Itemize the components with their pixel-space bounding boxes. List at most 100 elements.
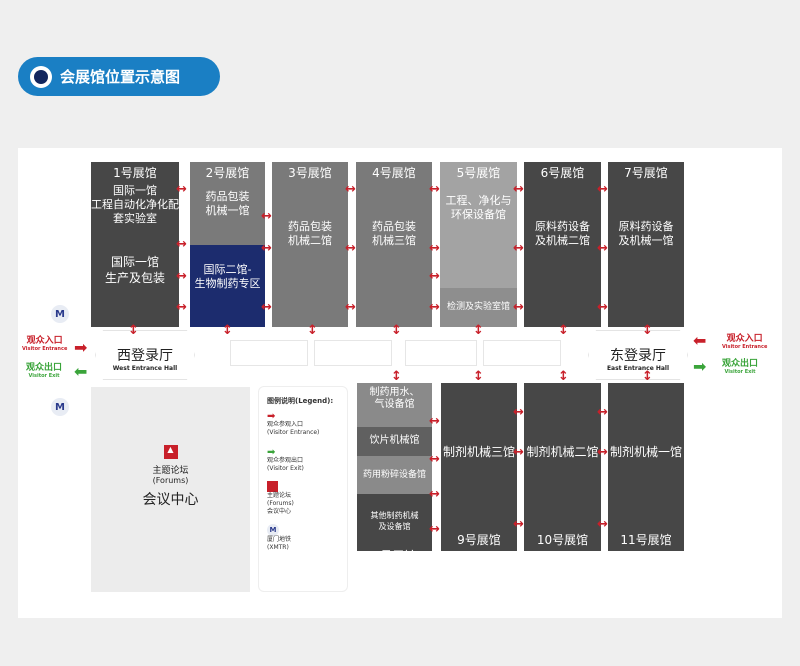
corridor-block <box>483 340 561 366</box>
metro-icon: M <box>267 524 279 536</box>
lobby-name: 东登录厅 <box>610 348 666 364</box>
passage-arrow-icon: ↕ <box>128 323 139 338</box>
hall-section: 制剂机械二馆 <box>526 445 599 459</box>
passage-arrow-icon: ↕ <box>473 323 484 338</box>
hall-3[interactable]: 3号展馆 药品包装 机械二馆 <box>272 162 348 327</box>
passage-arrow-icon: ↔ <box>597 517 608 532</box>
hall-9[interactable]: 制剂机械三馆 9号展馆 <box>441 383 517 551</box>
hall-section: 其他制药机械 及设备馆 <box>370 511 419 531</box>
corridor-block <box>405 340 477 366</box>
legend-metro-en: (XMTR) <box>267 544 289 551</box>
exit-label-en: Visitor Exit <box>28 373 60 379</box>
hall-section: 检测及实验室馆 <box>440 288 517 327</box>
passage-arrow-icon: ↔ <box>345 300 356 315</box>
hall-number: 8号展馆 <box>372 549 417 563</box>
hall-7[interactable]: 7号展馆 原料药设备 及机械一馆 <box>608 162 684 327</box>
passage-arrow-icon: ↕ <box>307 323 318 338</box>
hall-section: 国际一馆 生产及包装 <box>104 255 165 285</box>
passage-arrow-icon: ↔ <box>261 300 272 315</box>
legend-exit: 观众参观出口 <box>267 457 304 464</box>
hall-2[interactable]: 2号展馆 药品包装 机械一馆 <box>190 162 265 245</box>
passage-arrow-icon: ↕ <box>642 323 653 338</box>
hall-11[interactable]: 制剂机械一馆 11号展馆 <box>608 383 684 551</box>
passage-arrow-icon: ↔ <box>513 517 524 532</box>
metro-icon[interactable]: M <box>51 305 69 323</box>
hall-4[interactable]: 4号展馆 药品包装 机械三馆 <box>356 162 432 327</box>
hall-number: 9号展馆 <box>457 533 501 547</box>
entrance-label: 观众入口 <box>726 334 763 344</box>
passage-arrow-icon: ↔ <box>513 405 524 420</box>
passage-arrow-icon: ↔ <box>345 182 356 197</box>
passage-arrow-icon: ↔ <box>513 241 524 256</box>
forum-label-en: (Forums) <box>152 476 189 485</box>
exit-arrow-icon: ➡ <box>74 362 88 381</box>
metro-icon[interactable]: M <box>51 398 69 416</box>
west-entrance-hall[interactable]: 西登录厅 West Entrance Hall <box>95 330 195 380</box>
hall-number: 10号展馆 <box>536 533 589 547</box>
conference-center[interactable]: ▲ 主题论坛 (Forums) 会议中心 <box>91 387 250 592</box>
hall-8[interactable]: 制药用水、 气设备馆 饮片机械馆 药用粉碎设备馆 其他制药机械 及设备馆 8号展… <box>357 383 432 562</box>
passage-arrow-icon: ↔ <box>597 241 608 256</box>
hall-section: 制剂机械三馆 <box>442 445 515 459</box>
hall-number: 11号展馆 <box>620 533 672 547</box>
passage-arrow-icon: ↔ <box>429 269 440 284</box>
passage-arrow-icon: ↕ <box>558 369 569 384</box>
legend-entrance-en: (Visitor Entrance) <box>267 429 320 436</box>
legend-entrance: 观众参观入口 <box>267 421 304 428</box>
hall-2-biopharma[interactable]: 国际二馆- 生物制药专区 <box>190 245 265 327</box>
passage-arrow-icon: ↕ <box>558 323 569 338</box>
passage-arrow-icon: ↔ <box>261 241 272 256</box>
exit-label: 观众出口 <box>722 359 759 369</box>
legend: 图例说明(Legend): ➡ 观众参观入口 (Visitor Entrance… <box>258 386 348 592</box>
corridor-block <box>230 340 308 366</box>
conference-name: 会议中心 <box>142 492 199 508</box>
hall-number: 6号展馆 <box>540 166 585 180</box>
red-arrow-icon: ➡ <box>267 411 276 422</box>
entrance-arrow-icon: ➡ <box>74 338 88 357</box>
passage-arrow-icon: ↔ <box>597 405 608 420</box>
entrance-label-en: Visitor Entrance <box>722 344 768 350</box>
exit-arrow-icon: ➡ <box>693 357 707 376</box>
passage-arrow-icon: ↔ <box>345 241 356 256</box>
forum-icon <box>267 481 278 492</box>
corridor-block <box>314 340 392 366</box>
passage-arrow-icon: ↔ <box>513 300 524 315</box>
hall-section: 饮片机械馆 <box>357 427 432 456</box>
forum-icon: ▲ <box>163 445 178 459</box>
legend-title: 图例说明(Legend): <box>267 397 334 405</box>
passage-arrow-icon: ↔ <box>597 300 608 315</box>
entrance-label-en: Visitor Entrance <box>22 346 68 352</box>
hall-section: 药用粉碎设备馆 <box>357 456 432 494</box>
hall-6[interactable]: 6号展馆 原料药设备 及机械二馆 <box>524 162 601 327</box>
hall-10[interactable]: 制剂机械二馆 10号展馆 <box>524 383 601 551</box>
passage-arrow-icon: ↔ <box>429 487 440 502</box>
legend-metro: 厦门地铁 <box>267 536 292 543</box>
hall-1[interactable]: 1号展馆 国际一馆 工程自动化净化配套实验室 国际一馆 生产及包装 <box>91 162 179 327</box>
passage-arrow-icon: ↔ <box>429 300 440 315</box>
passage-arrow-icon: ↔ <box>261 209 272 224</box>
hall-number: 5号展馆 <box>456 166 501 180</box>
forum-label: 主题论坛 <box>152 466 189 476</box>
passage-arrow-icon: ↔ <box>429 414 440 429</box>
circle-icon <box>30 65 52 88</box>
green-arrow-icon: ➡ <box>267 447 276 458</box>
hall-section: 制药用水、 气设备馆 <box>357 383 432 427</box>
hall-section: 制剂机械一馆 <box>609 445 682 459</box>
entrance-label: 观众入口 <box>26 336 63 346</box>
lobby-name: 西登录厅 <box>117 348 173 364</box>
hall-section: 药品包装 机械一馆 <box>205 190 250 217</box>
hall-section: 原料药设备 及机械二馆 <box>535 220 590 247</box>
passage-arrow-icon: ↔ <box>429 241 440 256</box>
east-entrance-hall[interactable]: 东登录厅 East Entrance Hall <box>588 330 688 380</box>
hall-5[interactable]: 5号展馆 工程、净化与 环保设备馆 检测及实验室馆 <box>440 162 517 327</box>
legend-exit-en: (Visitor Exit) <box>267 465 304 472</box>
hall-number: 2号展馆 <box>205 166 250 180</box>
legend-conference: 会议中心 <box>267 508 292 515</box>
hall-section: 原料药设备 及机械一馆 <box>618 220 674 247</box>
passage-arrow-icon: ↔ <box>429 522 440 537</box>
hall-section: 药品包装 机械三馆 <box>372 220 416 247</box>
passage-arrow-icon: ↔ <box>597 445 608 460</box>
